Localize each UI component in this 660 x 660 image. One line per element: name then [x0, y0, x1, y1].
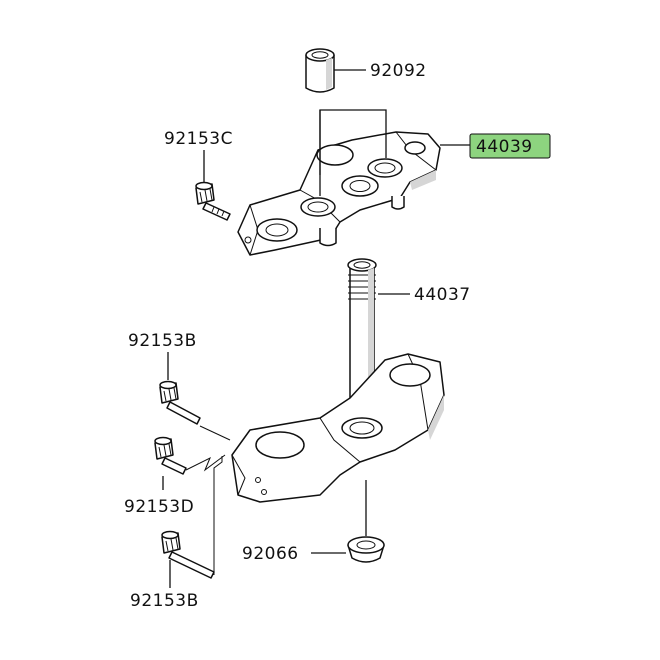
label-92153b-bottom[interactable]: 92153B — [130, 591, 199, 611]
label-92153c[interactable]: 92153C — [164, 129, 233, 149]
leader-lines — [162, 69, 470, 588]
nut-92066[interactable] — [347, 536, 385, 563]
label-92092[interactable]: 92092 — [370, 61, 427, 81]
label-92066[interactable]: 92066 — [242, 544, 299, 564]
label-92153d[interactable]: 92153D — [124, 497, 194, 517]
lower-bracket[interactable] — [231, 353, 445, 503]
bolt-92153b-upper[interactable] — [159, 380, 201, 425]
label-44039[interactable]: 44039 — [476, 137, 533, 157]
sleeve-92092[interactable] — [305, 48, 335, 93]
bolt-92153c[interactable] — [195, 181, 231, 221]
label-44037[interactable]: 44037 — [414, 285, 471, 305]
bolt-92153d[interactable] — [154, 436, 187, 475]
upper-bracket-44039[interactable] — [237, 131, 441, 256]
bolt-92153b-lower[interactable] — [161, 530, 215, 579]
highlight-box-44039 — [469, 133, 551, 159]
label-92153b-top[interactable]: 92153B — [128, 331, 197, 351]
